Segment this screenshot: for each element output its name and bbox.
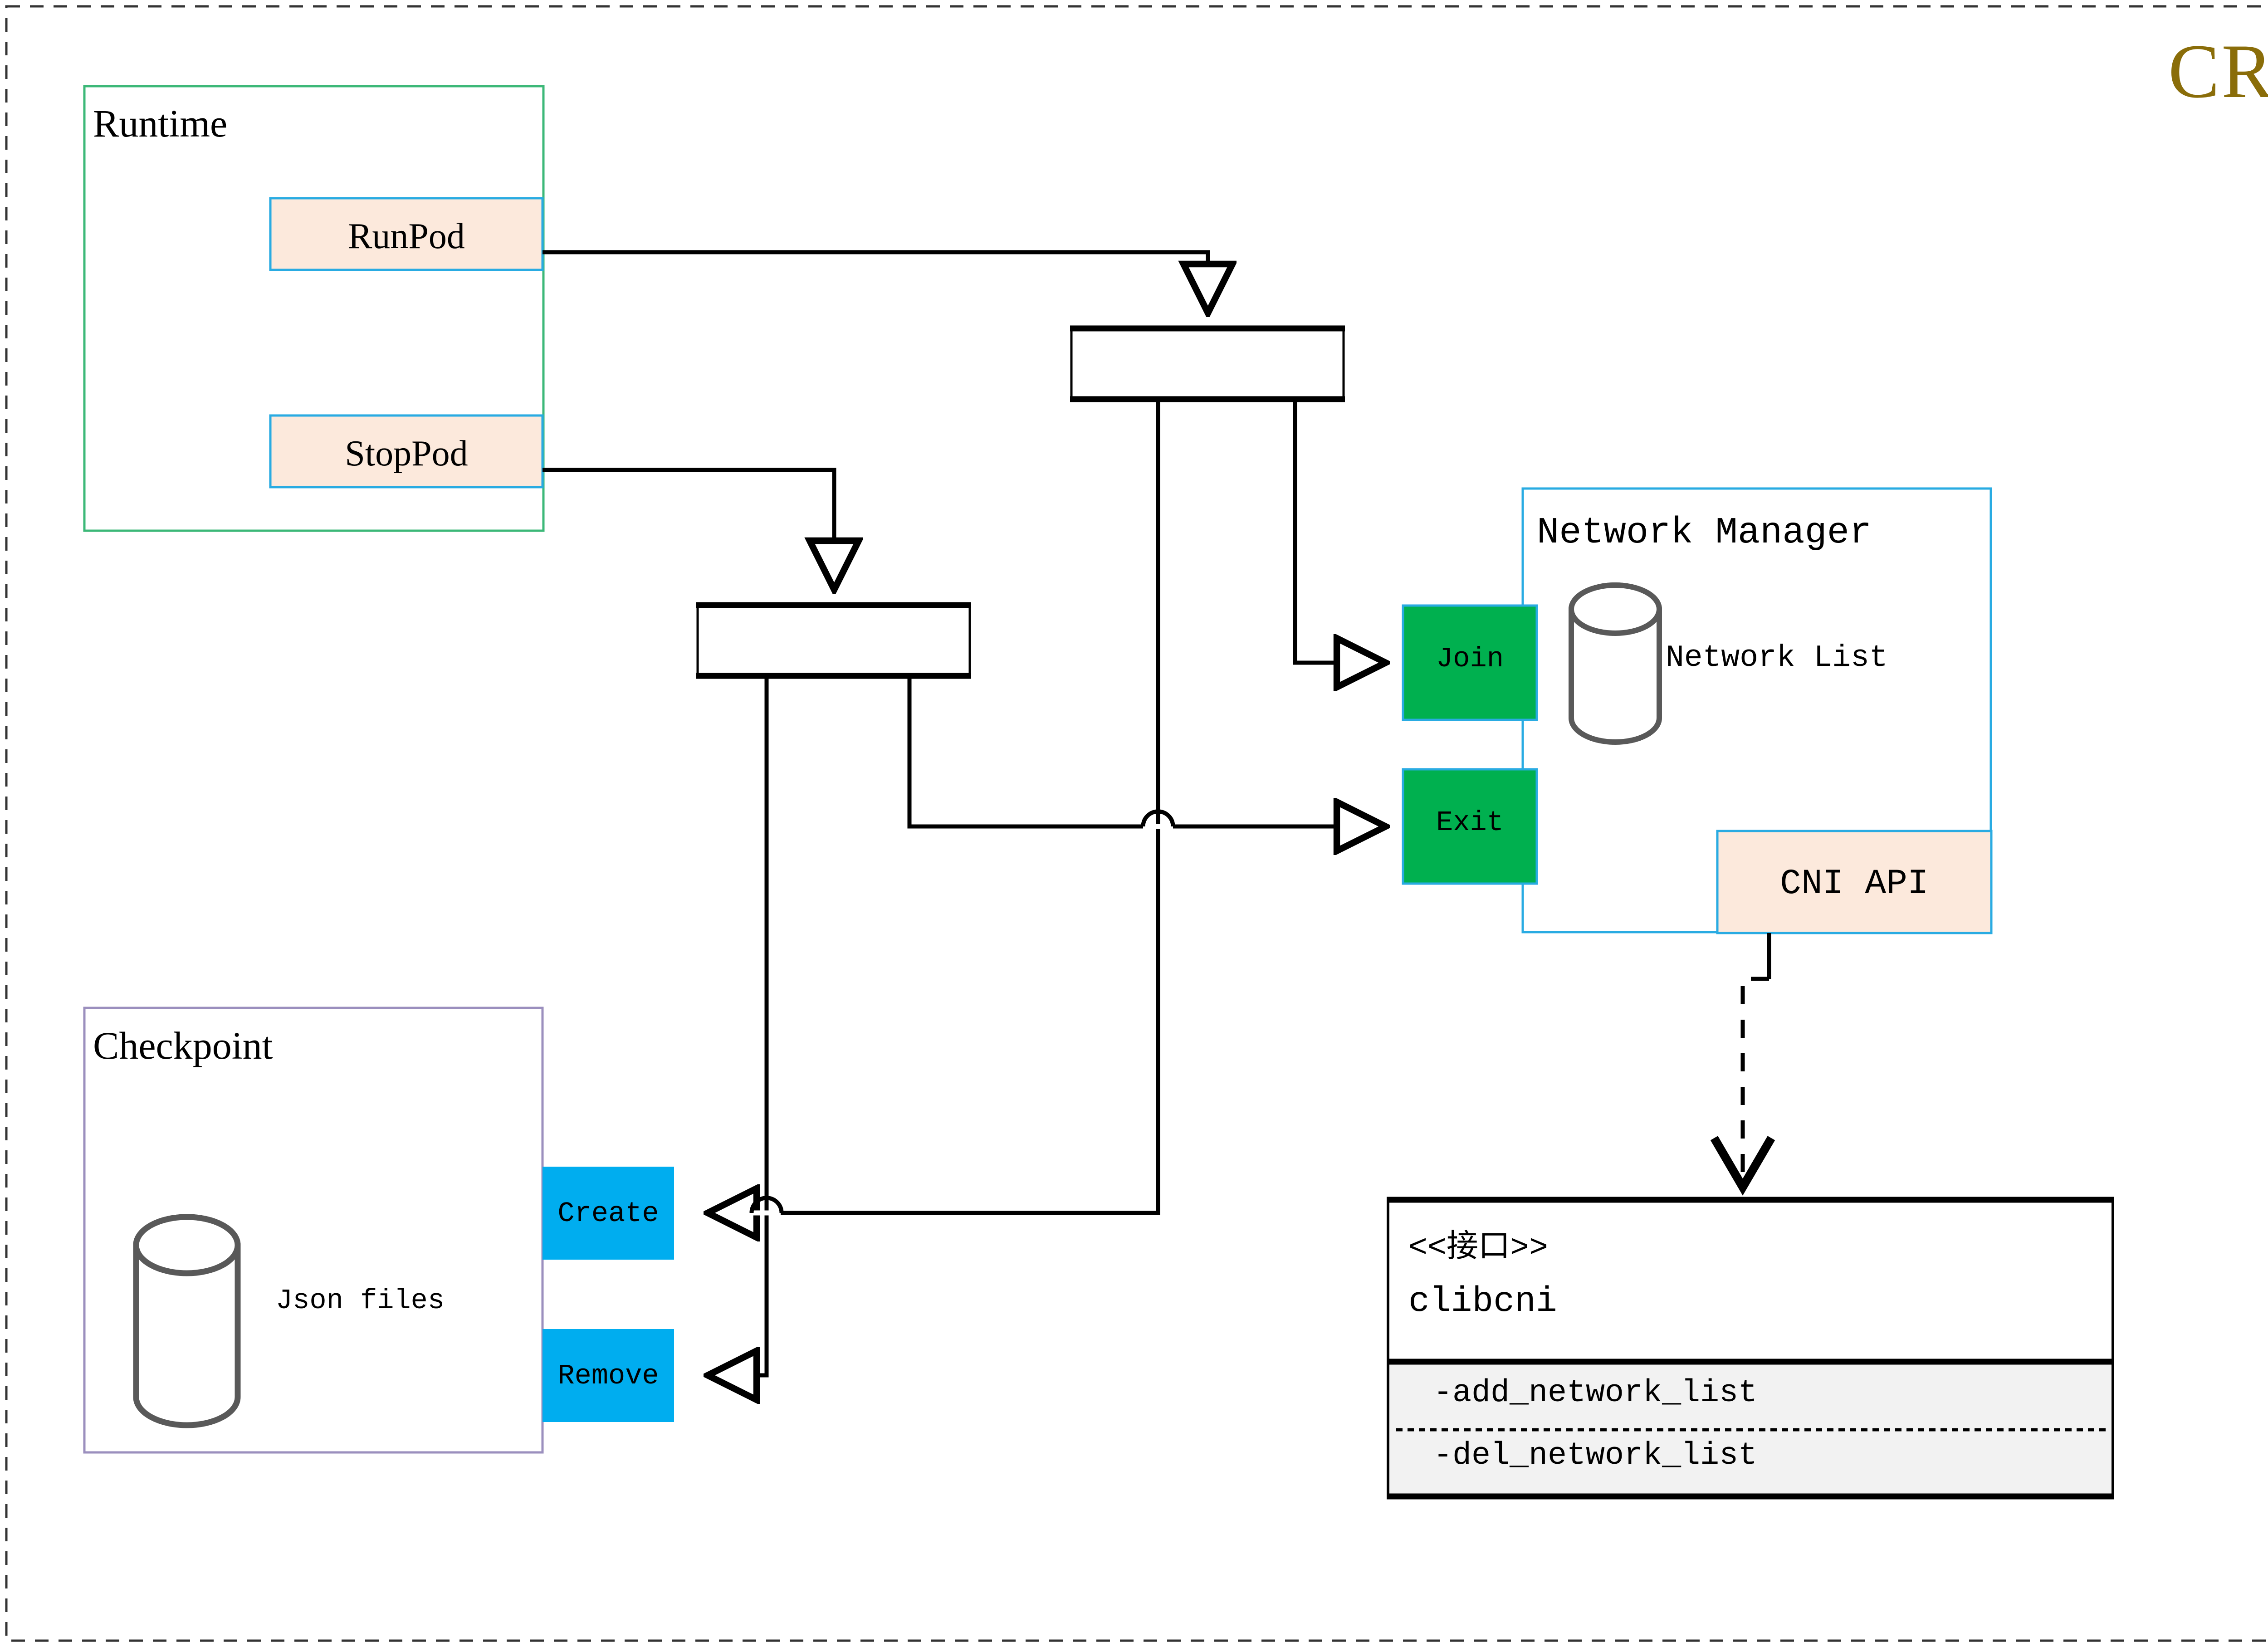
cni-api-label: CNI API <box>1780 864 1929 904</box>
interface-name: clibcni <box>1408 1282 1557 1322</box>
edge-fork-to-join <box>1293 400 1386 663</box>
network-manager-label: Network Manager <box>1537 512 1872 554</box>
join-label: Join <box>1436 643 1504 675</box>
stoppod-box[interactable] <box>269 414 544 489</box>
outer-frame <box>5 5 2268 1642</box>
edge-stoppod-to-fork <box>543 468 834 590</box>
interface-stereotype: <<接口>> <box>1408 1231 1549 1266</box>
runtime-label: Runtime <box>93 102 228 145</box>
edge-fork-to-remove <box>708 677 769 1375</box>
stoppod-label: StopPod <box>345 434 468 474</box>
create-box[interactable] <box>543 1167 674 1260</box>
runpod-box[interactable] <box>269 197 544 271</box>
edge-fork-to-create <box>708 400 1160 1213</box>
remove-label: Remove <box>557 1360 659 1392</box>
edge-fork-to-exit <box>907 677 1386 826</box>
join-box[interactable] <box>1402 604 1538 721</box>
json-files-label: Json files <box>276 1285 445 1317</box>
network-list-label: Network List <box>1666 640 1888 675</box>
remove-box[interactable] <box>543 1329 674 1422</box>
exit-label: Exit <box>1436 806 1504 839</box>
checkpoint-label: Checkpoint <box>93 1024 273 1067</box>
runpod-label: RunPod <box>348 216 465 256</box>
edge-runpod-to-fork <box>543 250 1208 313</box>
runpod-fork-junction <box>1070 325 1345 402</box>
clibcni-interface-box[interactable] <box>1387 1197 2114 1500</box>
stoppod-fork-junction <box>696 602 971 679</box>
interface-method-del: -del_network_list <box>1433 1438 1758 1474</box>
network-list-cylinder-icon <box>1569 582 1662 745</box>
edge-cniapi-to-clibcni <box>1710 977 1775 1196</box>
create-label: Create <box>557 1197 659 1230</box>
line-hop-exit <box>1141 809 1175 827</box>
json-files-cylinder-icon <box>133 1214 241 1428</box>
page-title: CRI <box>2168 29 2268 114</box>
interface-method-add: -add_network_list <box>1433 1375 1758 1411</box>
cni-api-box[interactable] <box>1716 830 1993 934</box>
